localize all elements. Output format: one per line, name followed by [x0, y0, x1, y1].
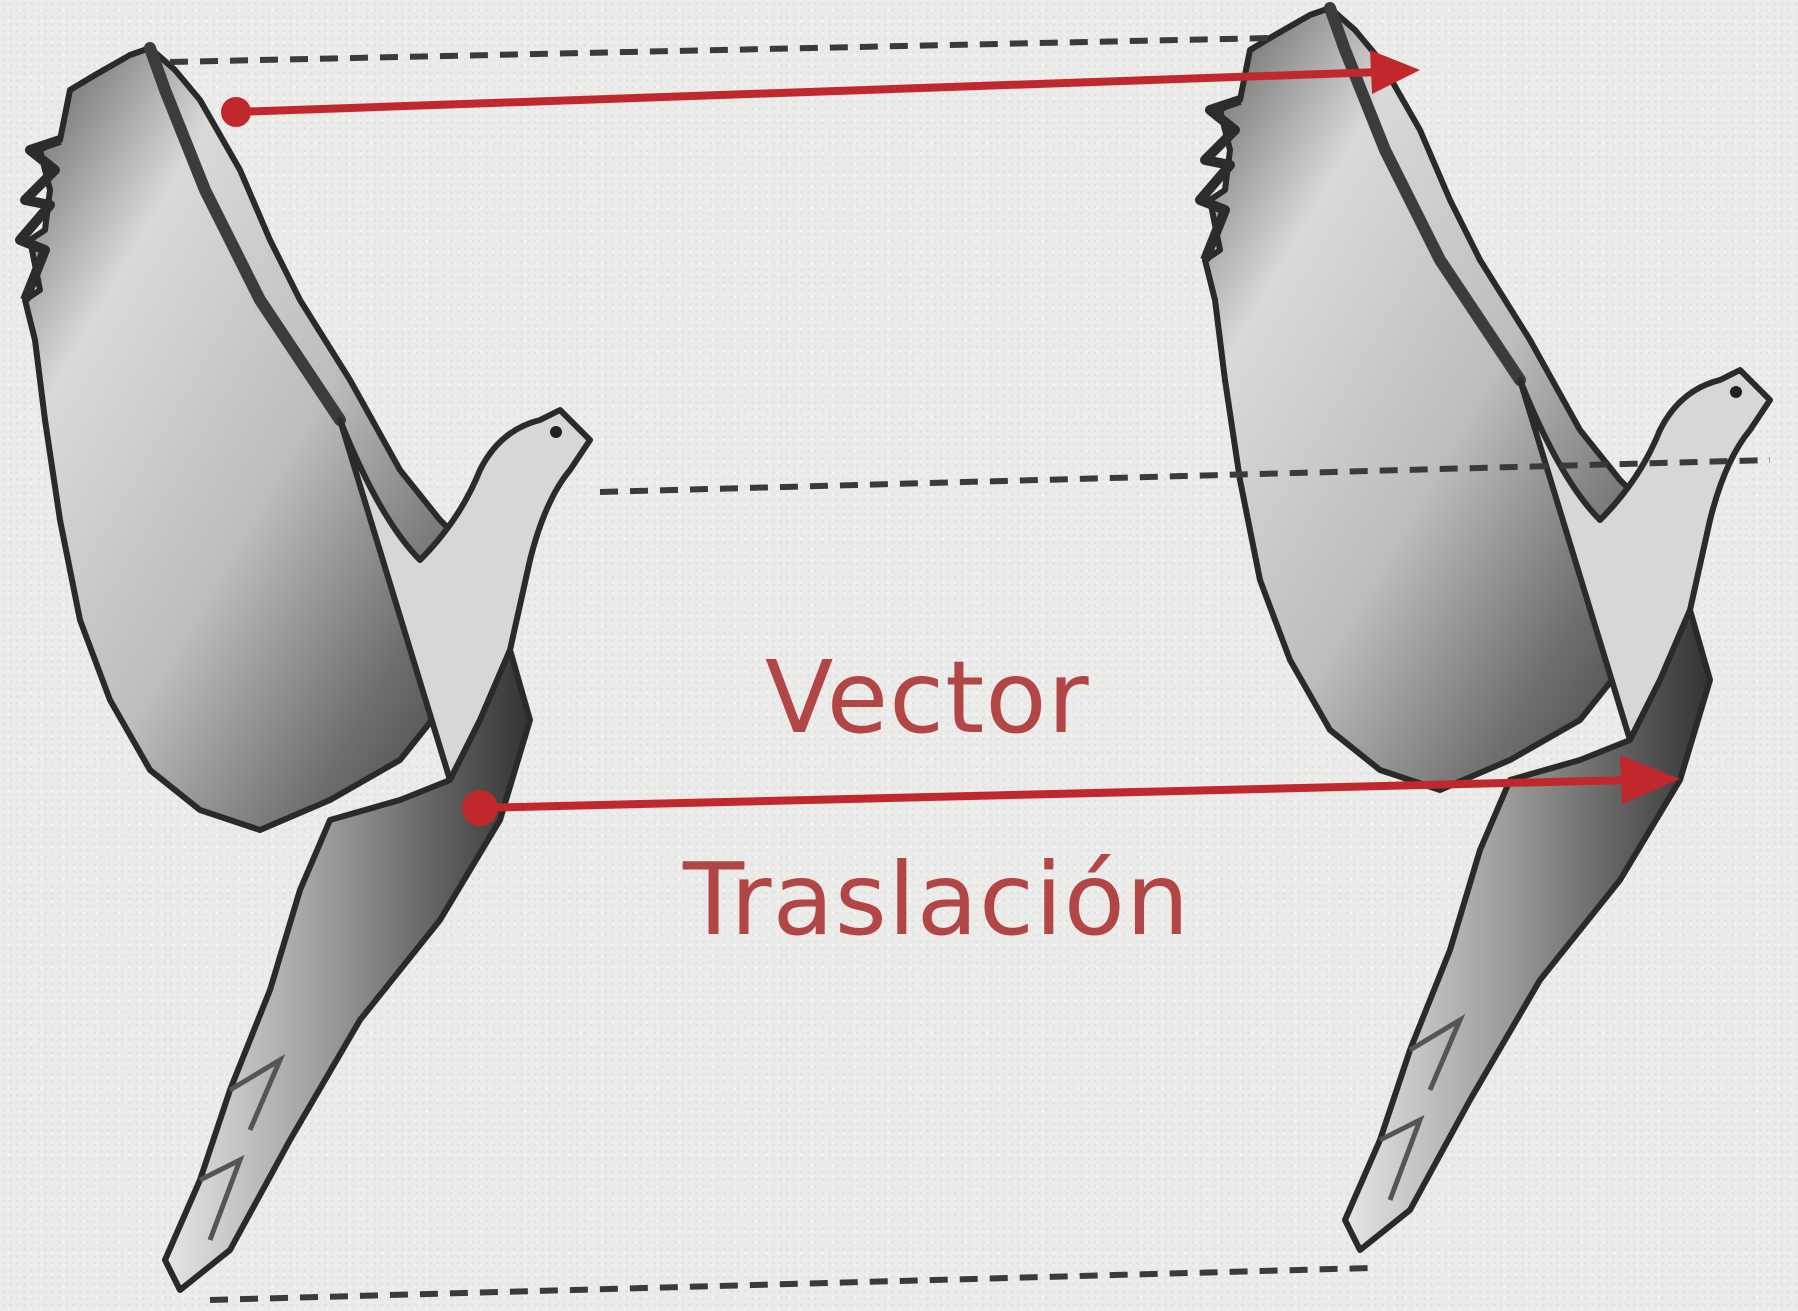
translation-label: Traslación [683, 850, 1190, 950]
vector-wing-start [225, 101, 247, 123]
guide-wingtip [170, 38, 1270, 62]
vector-label: Vector [765, 648, 1090, 748]
translated-bird-figure [1200, 8, 1770, 1250]
vector-body [478, 780, 1630, 808]
guide-tail [210, 1268, 1370, 1300]
original-bird-figure [20, 48, 590, 1290]
vector-body-start [466, 794, 494, 822]
